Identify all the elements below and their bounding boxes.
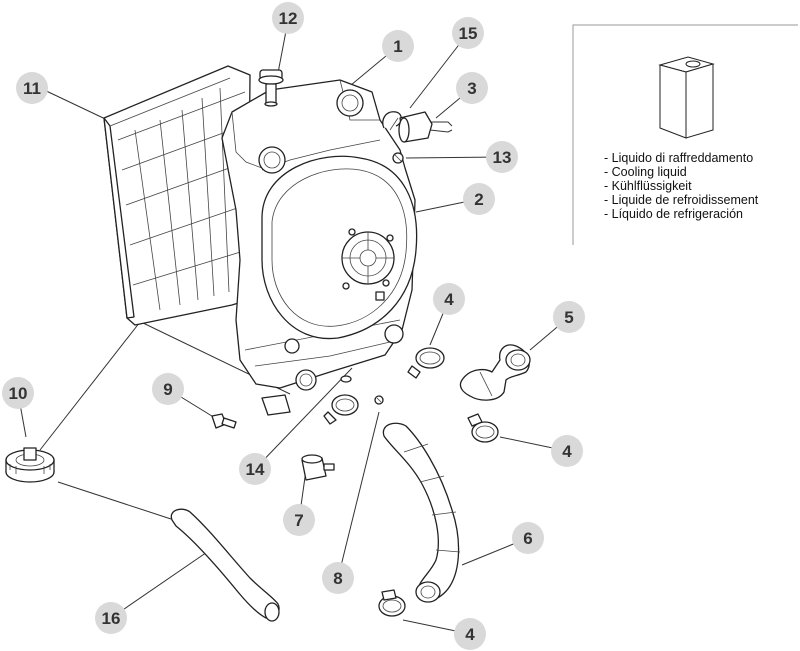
callout-label: 4 bbox=[465, 625, 475, 644]
fan-cover bbox=[261, 155, 418, 340]
callout-7: 7 bbox=[283, 504, 315, 536]
rubber-mount bbox=[301, 454, 335, 481]
hose-clamp-lower bbox=[378, 589, 406, 617]
callout-15: 15 bbox=[452, 17, 484, 49]
hose-clamp-upper bbox=[407, 347, 445, 379]
coolant-bottle-icon bbox=[658, 56, 715, 139]
callout-8: 8 bbox=[322, 562, 354, 594]
thermoswitch bbox=[398, 111, 453, 143]
elbow-hose bbox=[459, 344, 531, 401]
callout-13: 13 bbox=[486, 141, 518, 173]
callout-label: 3 bbox=[467, 79, 476, 98]
callout-12: 12 bbox=[272, 2, 304, 34]
legend-item-fr: - Liquide de refroidissement bbox=[604, 193, 759, 207]
callout-6: 6 bbox=[512, 522, 544, 554]
legend-item-de: - Kühlflüssigkeit bbox=[604, 179, 692, 193]
hose-clamp-mid bbox=[323, 394, 359, 425]
washer-14 bbox=[340, 375, 352, 383]
legend-item-it: - Liquido di raffreddamento bbox=[604, 151, 753, 165]
callout-label: 11 bbox=[23, 79, 41, 98]
callout-label: 7 bbox=[294, 511, 303, 530]
callout-label: 5 bbox=[564, 308, 573, 327]
callout-label: 15 bbox=[459, 24, 478, 43]
lower-hose bbox=[382, 422, 461, 603]
callout-label: 9 bbox=[163, 380, 172, 399]
callout-11: 11 bbox=[16, 72, 48, 104]
legend-item-en: - Cooling liquid bbox=[604, 165, 687, 179]
callout-label: 16 bbox=[102, 609, 121, 628]
callout-9: 9 bbox=[152, 373, 184, 405]
callout-10: 10 bbox=[2, 377, 34, 409]
screw-8 bbox=[374, 395, 384, 405]
callout-5: 5 bbox=[553, 301, 585, 333]
callout-label: 2 bbox=[474, 190, 483, 209]
callout-label: 14 bbox=[246, 460, 265, 479]
callout-label: 1 bbox=[393, 37, 402, 56]
radiator-cap bbox=[258, 69, 284, 107]
radiator-grille bbox=[103, 65, 251, 326]
hose-clamp-right bbox=[467, 413, 499, 443]
callout-14: 14 bbox=[239, 453, 271, 485]
callout-4-upper: 4 bbox=[433, 283, 465, 315]
callout-label: 8 bbox=[333, 569, 342, 588]
callout-16: 16 bbox=[95, 602, 127, 634]
callout-1: 1 bbox=[382, 30, 414, 62]
callout-label: 4 bbox=[444, 290, 454, 309]
legend-item-es: - Líquido de refrigeración bbox=[604, 207, 743, 221]
filler-cap bbox=[5, 447, 55, 483]
callout-3: 3 bbox=[456, 72, 488, 104]
screw-13 bbox=[392, 152, 404, 164]
callout-label: 4 bbox=[562, 442, 572, 461]
callout-label: 10 bbox=[9, 384, 28, 403]
callout-label: 13 bbox=[493, 148, 512, 167]
overflow-hose bbox=[170, 508, 280, 622]
callout-2: 2 bbox=[463, 183, 495, 215]
callout-label: 6 bbox=[523, 529, 532, 548]
bolt-9 bbox=[211, 413, 237, 429]
callout-label: 12 bbox=[279, 9, 298, 28]
callout-4-right: 4 bbox=[551, 435, 583, 467]
callout-4-lower: 4 bbox=[454, 618, 486, 650]
legend-box: - Liquido di raffreddamento - Cooling li… bbox=[572, 24, 798, 245]
